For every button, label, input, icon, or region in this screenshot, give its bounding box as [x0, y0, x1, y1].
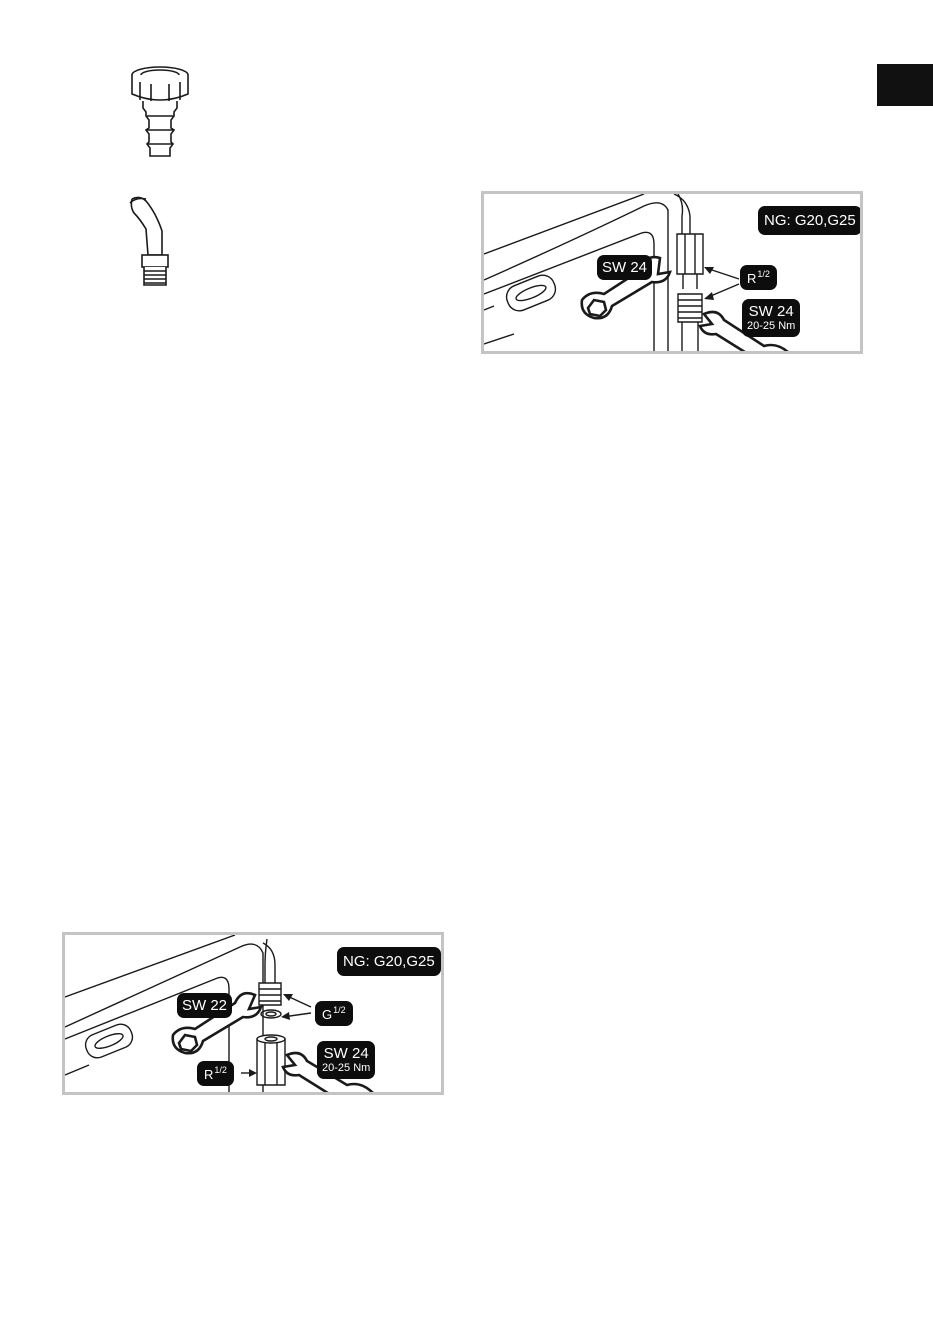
- gas-type-badge: NG: G20,G25: [337, 947, 441, 976]
- wrench-size-label-upper: SW 22: [177, 993, 232, 1018]
- bent-pipe-icon: [126, 193, 186, 288]
- thread-g-exponent: 1/2: [333, 1005, 346, 1015]
- wrench-size-lower-text: SW 24: [749, 303, 794, 320]
- language-tab: [877, 64, 933, 106]
- gas-type-badge: NG: G20,G25: [758, 206, 862, 235]
- torque-value: 20-25 Nm: [322, 1063, 370, 1074]
- hose-nozzle-icon: [125, 64, 195, 160]
- thread-g-base: G: [322, 1007, 332, 1022]
- torque-value: 20-25 Nm: [747, 321, 795, 332]
- thread-size-label: R1/2: [740, 265, 777, 290]
- gasket-thread-label: G1/2: [315, 1001, 353, 1026]
- thread-r-base: R: [204, 1067, 213, 1082]
- thread-exponent: 1/2: [757, 269, 770, 279]
- wrench-size-lower-text: SW 24: [324, 1045, 369, 1062]
- wrench-size-label-upper: SW 24: [597, 255, 652, 280]
- thread-r-exponent: 1/2: [214, 1065, 227, 1075]
- pipe-thread-label: R1/2: [197, 1061, 234, 1086]
- thread-base: R: [747, 271, 756, 286]
